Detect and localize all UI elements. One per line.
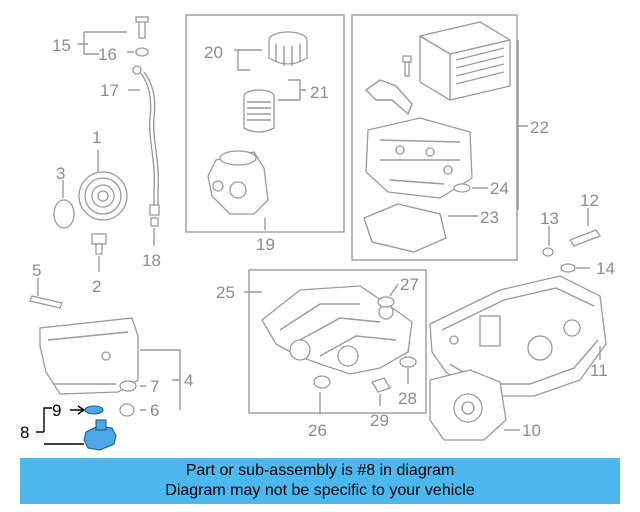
oil-pan-gasket <box>119 380 137 392</box>
banner-line-1: Part or sub-assembly is #8 in diagram <box>185 462 455 479</box>
callout-13: 13 <box>540 209 559 228</box>
o-ring-14 <box>560 263 576 273</box>
callout-4: 4 <box>184 371 193 390</box>
oil-level-sensor-highlighted <box>83 405 117 451</box>
callout-9: 9 <box>52 401 61 420</box>
drain-plug <box>119 403 135 417</box>
oil-pump <box>429 369 507 441</box>
callout-12: 12 <box>580 191 599 210</box>
callout-27: 27 <box>400 275 419 294</box>
callout-25: 25 <box>216 283 235 302</box>
plug-13 <box>542 247 554 257</box>
oil-module-housing <box>365 117 473 199</box>
callout-22: 22 <box>530 118 549 137</box>
oil-filter-group-box <box>185 14 345 233</box>
oil-filter-cap <box>268 31 308 66</box>
callout-15: 15 <box>52 36 71 55</box>
parts-diagram: 15 16 17 18 1 3 2 5 4 7 6 9 8 <box>20 14 615 451</box>
gasket-27 <box>377 296 395 308</box>
oil-filter-housing <box>207 150 269 215</box>
callout-26: 26 <box>308 421 327 440</box>
lower-oil-pan <box>39 317 139 395</box>
intake-manifold-group-box <box>248 269 427 414</box>
o-ring-24 <box>453 183 471 193</box>
seal-ring <box>53 199 75 229</box>
sensor-part-5 <box>29 295 63 309</box>
gasket-26 <box>313 375 331 389</box>
callout-21: 21 <box>310 83 329 102</box>
callout-8: 8 <box>20 423 29 442</box>
callout-23: 23 <box>480 208 499 227</box>
banner-line-2: Diagram may not be specific to your vehi… <box>165 482 475 499</box>
callout-28: 28 <box>398 389 417 408</box>
cap-28 <box>399 356 417 368</box>
callout-6: 6 <box>150 401 159 420</box>
callout-19: 19 <box>256 235 275 254</box>
callout-16: 16 <box>98 45 117 64</box>
oil-filter-element <box>243 89 275 133</box>
callout-18: 18 <box>142 251 161 270</box>
oil-cooler-seal <box>364 79 413 116</box>
dipstick-assembly <box>132 16 160 227</box>
sensor-part-12 <box>569 229 601 247</box>
callout-11: 11 <box>590 361 608 380</box>
upper-oil-pan <box>429 275 607 397</box>
callout-1: 1 <box>92 128 101 147</box>
seal-29 <box>371 377 391 393</box>
oil-cooler <box>419 21 511 101</box>
callout-20: 20 <box>204 43 223 62</box>
callout-29: 29 <box>370 411 389 430</box>
info-banner: Part or sub-assembly is #8 in diagram Di… <box>20 458 620 504</box>
callout-10: 10 <box>522 421 541 440</box>
callout-7: 7 <box>150 377 159 396</box>
callout-17: 17 <box>100 81 119 100</box>
intake-manifold <box>261 285 413 375</box>
oil-cooler-group-box <box>351 14 518 261</box>
callout-2: 2 <box>92 277 101 296</box>
oil-cooler-bolt <box>402 55 412 77</box>
module-gasket <box>363 203 447 253</box>
callout-14: 14 <box>596 259 615 278</box>
callout-5: 5 <box>32 261 41 280</box>
callout-3: 3 <box>56 164 65 183</box>
callout-24: 24 <box>490 179 509 198</box>
pulley-bolt <box>91 233 107 255</box>
crank-pulley <box>78 171 128 221</box>
